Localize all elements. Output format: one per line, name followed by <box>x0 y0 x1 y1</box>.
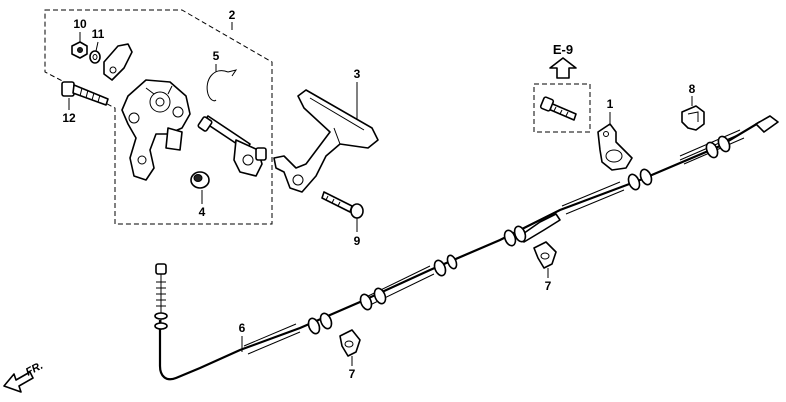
clamp-part <box>597 123 633 171</box>
callout-9: 9 <box>354 234 361 248</box>
callout-12: 12 <box>62 111 76 125</box>
callout-6: 6 <box>239 321 246 335</box>
flange-bolt-part <box>321 191 364 219</box>
spring-clip-part <box>206 69 238 102</box>
nut-part <box>71 41 88 59</box>
cable-part <box>154 115 779 381</box>
callout-2: 2 <box>229 8 236 22</box>
callout-4: 4 <box>199 205 206 219</box>
callout-10: 10 <box>73 17 87 31</box>
callout-7-upper: 7 <box>545 279 552 293</box>
front-label: FR. <box>24 360 45 379</box>
washer-part <box>89 50 101 64</box>
assembly-group-outline <box>44 9 273 225</box>
cable-clip-upper-part <box>533 241 557 269</box>
cable-clip-part <box>681 105 705 131</box>
lever-arm-part <box>273 89 379 193</box>
front-direction-indicator: FR. <box>3 360 45 393</box>
callout-1: 1 <box>607 97 614 111</box>
callout-5: 5 <box>213 49 220 63</box>
lever-housing-part <box>121 79 191 181</box>
reference-box <box>533 83 591 133</box>
arm-bracket-part <box>103 43 133 81</box>
reference-bolt-part <box>539 96 577 121</box>
reference-label: E-9 <box>553 42 573 57</box>
leader-lines <box>68 22 693 366</box>
collar-part <box>190 171 210 189</box>
callout-3: 3 <box>354 67 361 81</box>
cable-clip-lower-part <box>339 329 361 357</box>
callout-7-lower: 7 <box>349 367 356 381</box>
front-arrow-icon <box>3 371 34 393</box>
callout-11: 11 <box>92 27 105 41</box>
callout-8: 8 <box>689 82 696 96</box>
bolt-part <box>61 81 109 106</box>
up-arrow-icon <box>549 57 577 79</box>
shaft-part <box>197 115 267 177</box>
